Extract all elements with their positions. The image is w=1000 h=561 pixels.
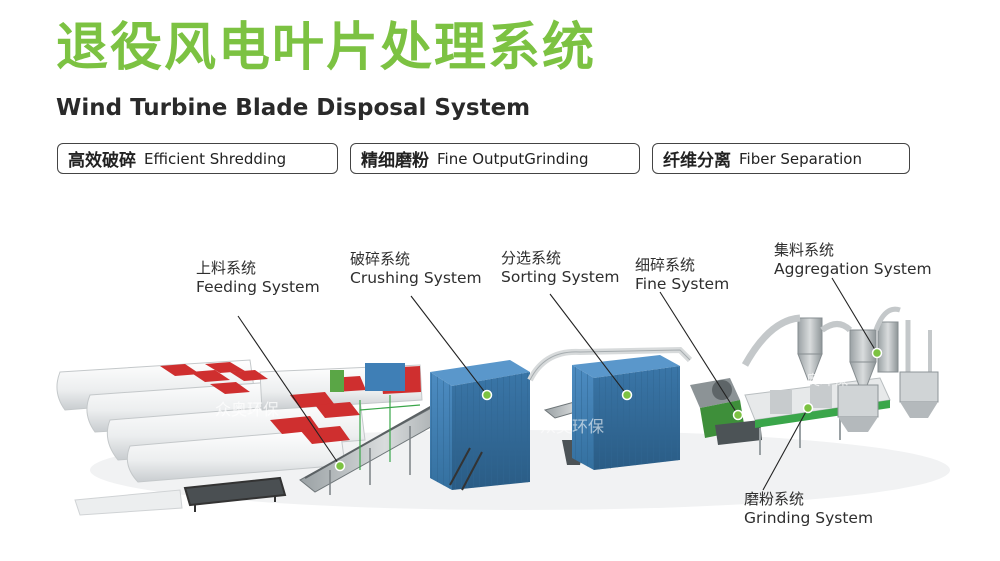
tag-en: Fine OutputGrinding <box>437 149 589 168</box>
label-sorting-system: 分选系统 Sorting System <box>501 249 619 287</box>
watermark-text: 众奥环保 <box>540 417 604 436</box>
tag-en: Efficient Shredding <box>144 149 287 168</box>
label-cn: 分选系统 <box>501 249 562 267</box>
label-crushing-system: 破碎系统 Crushing System <box>350 250 482 288</box>
page-title-en: Wind Turbine Blade Disposal System <box>56 95 531 121</box>
dust-collectors <box>837 371 939 432</box>
crusher-enclosure <box>430 360 530 490</box>
label-cn: 细碎系统 <box>635 256 696 274</box>
callout-dots <box>334 347 883 472</box>
label-en: Fine System <box>635 275 730 293</box>
label-cn: 破碎系统 <box>350 250 411 268</box>
watermark-text: 众奥环保 <box>792 372 848 389</box>
tag-fine-output-grinding: 精细磨粉 Fine OutputGrinding <box>350 143 640 174</box>
fine-crusher <box>690 378 762 445</box>
label-fine-system: 细碎系统 Fine System <box>635 256 729 294</box>
label-cn: 上料系统 <box>196 259 257 277</box>
label-en: Grinding System <box>744 509 874 527</box>
tag-efficient-shredding: 高效破碎 Efficient Shredding <box>57 143 338 174</box>
tag-en: Fiber Separation <box>739 149 862 168</box>
label-cn: 磨粉系统 <box>744 490 805 508</box>
watermark-text: 众奥环保 <box>215 400 279 419</box>
label-en: Sorting System <box>501 268 620 286</box>
label-grinding-system: 磨粉系统 Grinding System <box>744 490 873 528</box>
feeding-rack <box>183 476 287 512</box>
tag-cn: 纤维分离 <box>663 151 731 171</box>
sorter-enclosure <box>572 355 680 470</box>
callout-lines <box>237 277 878 491</box>
label-en: Crushing System <box>350 269 482 287</box>
page-title-cn: 退役风电叶片处理系统 <box>56 18 597 78</box>
label-feeding-system: 上料系统 Feeding System <box>196 259 320 297</box>
label-en: Feeding System <box>196 278 320 296</box>
tag-cn: 高效破碎 <box>68 151 136 171</box>
label-aggregation-system: 集料系统 Aggregation System <box>774 241 932 279</box>
label-cn: 集料系统 <box>774 241 835 259</box>
tag-fiber-separation: 纤维分离 Fiber Separation <box>652 143 910 174</box>
label-en: Aggregation System <box>774 260 932 278</box>
cyclone-collectors <box>741 306 932 389</box>
tag-cn: 精细磨粉 <box>361 151 429 171</box>
